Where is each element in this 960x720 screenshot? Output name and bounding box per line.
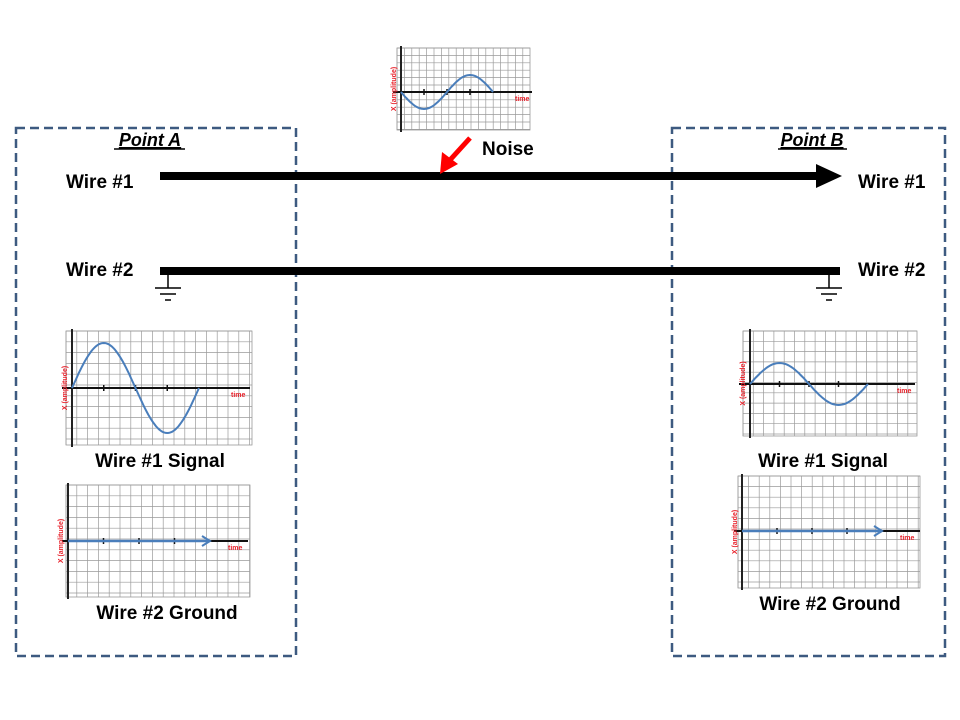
point-b-signal-graph: time X (amplitude) bbox=[739, 329, 918, 438]
point-a-ground-graph: time X (amplitude) bbox=[58, 483, 251, 599]
y-axis-label: X (amplitude) bbox=[732, 510, 739, 554]
point-a-ground-caption: Wire #2 Ground bbox=[96, 603, 237, 624]
ground-icon bbox=[816, 272, 842, 301]
point-a-signal-caption: Wire #1 Signal bbox=[95, 451, 225, 472]
point-b-wire2-label: Wire #2 bbox=[858, 260, 925, 281]
x-axis-label: time bbox=[231, 392, 246, 399]
signal-arrowhead-icon bbox=[201, 535, 212, 547]
x-axis-label: time bbox=[897, 388, 912, 395]
signal-arrowhead-icon bbox=[873, 525, 884, 537]
wire-1-arrowhead-icon bbox=[816, 164, 842, 188]
x-axis-label: time bbox=[515, 96, 530, 103]
point-a-wire1-label: Wire #1 bbox=[66, 172, 134, 193]
y-axis-label: X (amplitude) bbox=[58, 519, 65, 563]
noise-label: Noise bbox=[482, 139, 534, 160]
y-axis-label: X (amplitude) bbox=[740, 361, 747, 405]
point-b-signal-caption: Wire #1 Signal bbox=[758, 451, 888, 472]
point-a-wire2-label: Wire #2 bbox=[66, 260, 133, 281]
noise-graph: time X (amplitude) bbox=[391, 46, 532, 132]
point-b-title: Point B bbox=[781, 130, 844, 150]
point-b-wire1-label: Wire #1 bbox=[858, 172, 926, 193]
y-axis-label: X (amplitude) bbox=[391, 67, 398, 111]
point-a-title: Point A bbox=[119, 130, 181, 150]
point-a-box bbox=[14, 126, 298, 658]
point-b-box bbox=[670, 126, 947, 658]
x-axis-label: time bbox=[228, 545, 243, 552]
point-b-ground-graph: time X (amplitude) bbox=[732, 474, 921, 590]
signal-wave bbox=[749, 361, 869, 407]
signal-wave bbox=[400, 73, 494, 111]
x-axis-label: time bbox=[900, 535, 915, 542]
noise-arrow-icon bbox=[440, 136, 472, 174]
point-b-ground-caption: Wire #2 Ground bbox=[759, 594, 900, 615]
y-axis-label: X (amplitude) bbox=[62, 366, 69, 410]
signal-wave bbox=[71, 341, 200, 435]
point-a-signal-graph: time X (amplitude) bbox=[62, 329, 253, 447]
ground-icon bbox=[155, 272, 181, 301]
